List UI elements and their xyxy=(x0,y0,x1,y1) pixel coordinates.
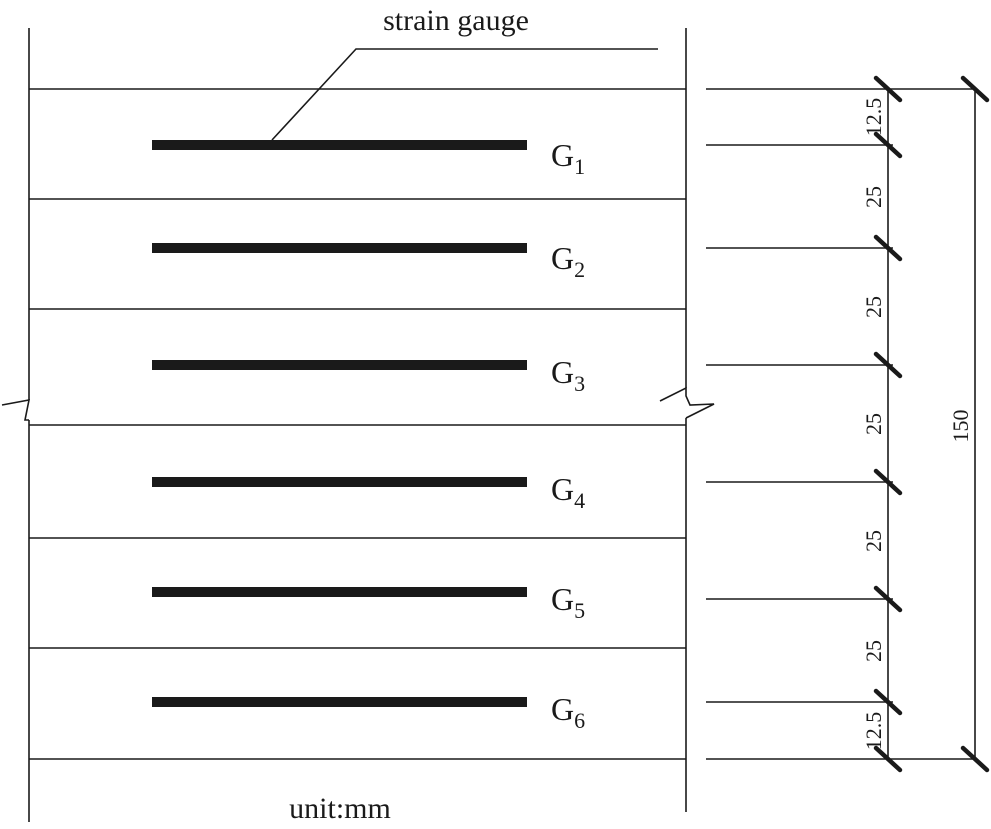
dimension-tick xyxy=(873,688,903,716)
dimension-value: 12.5 xyxy=(861,712,886,751)
dimension-value: 25 xyxy=(861,296,886,318)
dimension-tick xyxy=(873,468,903,496)
break-symbol-right xyxy=(659,386,715,419)
unit-caption: unit:mm xyxy=(289,792,391,825)
strain-gauge-label: strain gauge xyxy=(383,4,529,37)
dimension-tick xyxy=(873,131,903,159)
dimension-tick xyxy=(873,234,903,262)
total-dimension-tick xyxy=(960,745,990,773)
dimension-value: 25 xyxy=(861,413,886,435)
gauge-label: G3 xyxy=(551,354,585,396)
dimension-tick xyxy=(873,75,903,103)
dimension-value: 25 xyxy=(861,640,886,662)
gauge-g4: G4 xyxy=(152,471,585,513)
dimension-tick xyxy=(873,351,903,379)
dimension-tick xyxy=(873,585,903,613)
dimension-value: 25 xyxy=(861,530,886,552)
strain-gauge-leader-line xyxy=(271,48,658,141)
dimension-value: 12.5 xyxy=(861,98,886,137)
dimension-value: 25 xyxy=(861,186,886,208)
total-dimension-value: 150 xyxy=(948,410,973,443)
gauge-g1: G1 xyxy=(152,137,585,179)
gauge-label: G2 xyxy=(551,240,585,282)
gauge-label: G5 xyxy=(551,581,585,623)
gauge-label: G4 xyxy=(551,471,585,513)
break-symbol-left xyxy=(1,398,31,421)
gauge-g6: G6 xyxy=(152,691,585,733)
gauge-g5: G5 xyxy=(152,581,585,623)
dimension-tick xyxy=(873,745,903,773)
gauge-label: G6 xyxy=(551,691,585,733)
gauge-g3: G3 xyxy=(152,354,585,396)
gauge-g2: G2 xyxy=(152,240,585,282)
total-dimension-tick xyxy=(960,75,990,103)
gauge-label: G1 xyxy=(551,137,585,179)
